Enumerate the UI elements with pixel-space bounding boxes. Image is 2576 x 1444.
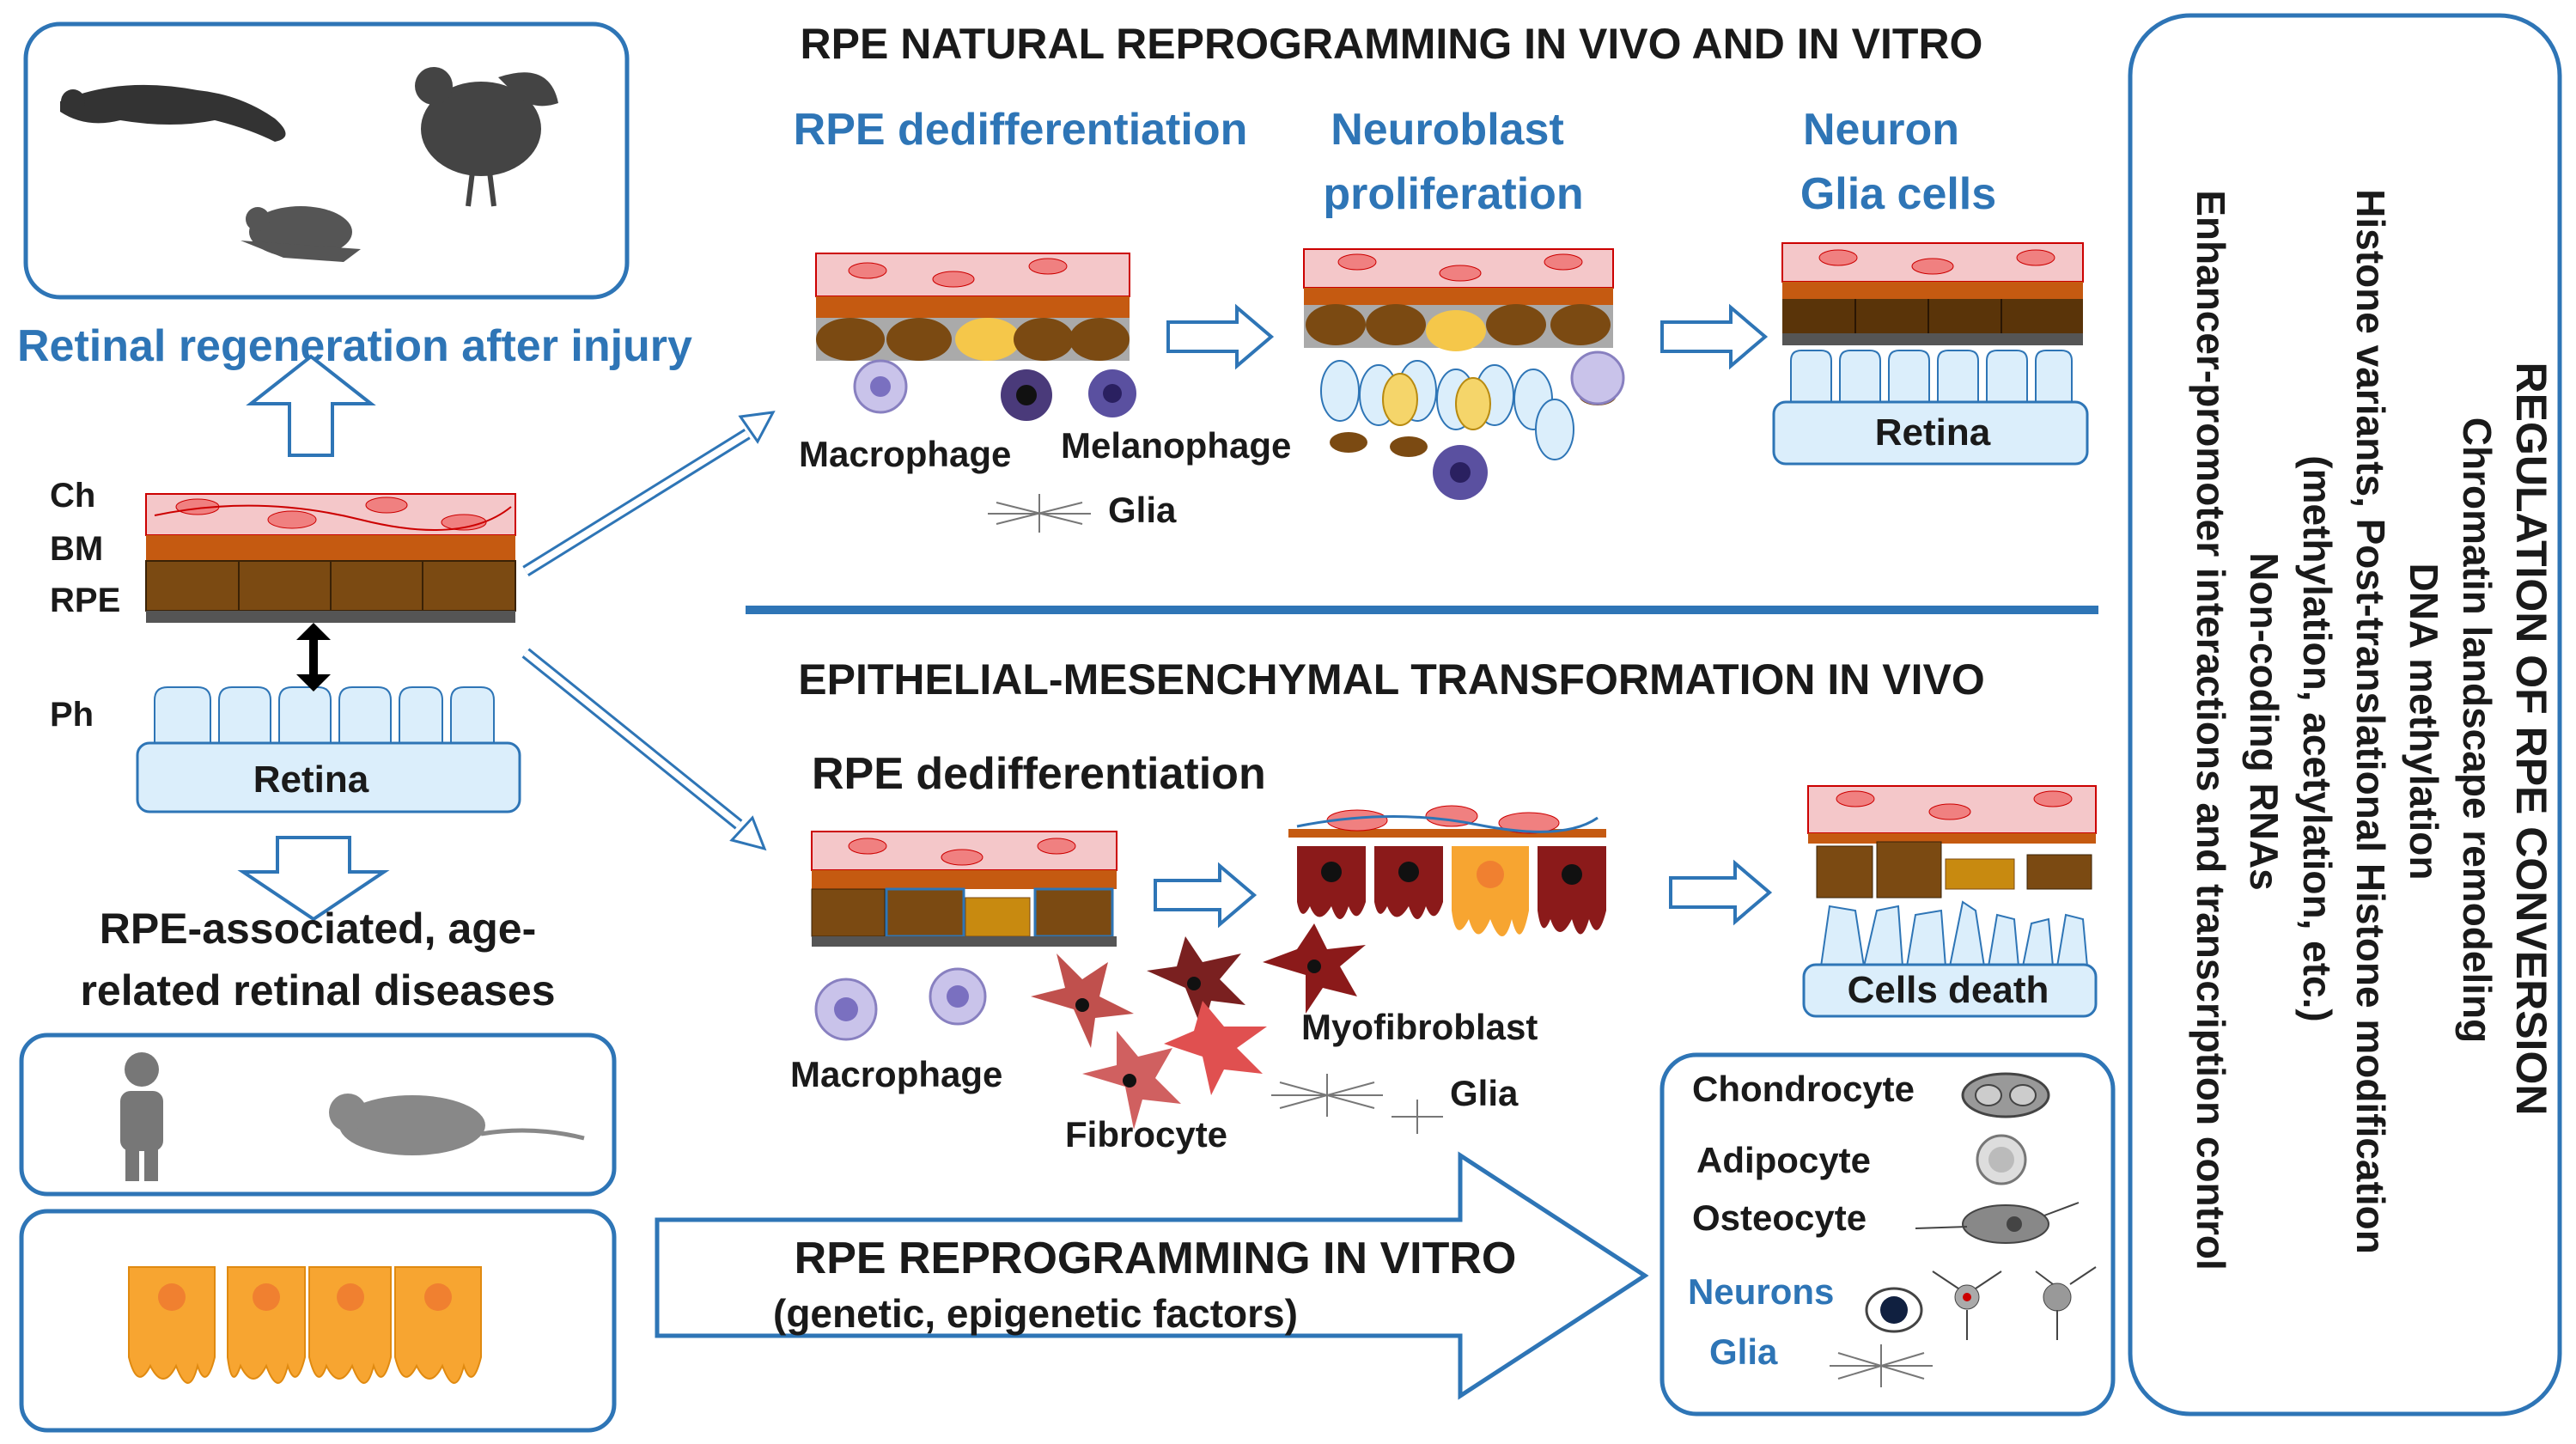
vitro-subtitle: (genetic, epigenetic factors) bbox=[773, 1291, 1298, 1336]
emt-macrophage-label: Macrophage bbox=[790, 1054, 1002, 1094]
emt-arrow-2 bbox=[1669, 859, 1773, 926]
layer-label-ph: Ph bbox=[50, 696, 94, 734]
neurons-label: Neurons bbox=[1688, 1271, 1834, 1312]
adipocyte-label: Adipocyte bbox=[1696, 1140, 1871, 1180]
chondrocyte-label: Chondrocyte bbox=[1692, 1069, 1915, 1109]
top-dedifferentiation-tissue bbox=[815, 253, 1130, 361]
emt-glia-icon bbox=[1271, 1074, 1443, 1134]
top-arrow-2 bbox=[1660, 303, 1769, 370]
top-stage1-label: RPE dedifferentiation bbox=[794, 105, 1248, 155]
regulation-panel bbox=[2128, 13, 2562, 1417]
myofibroblast-label: Myofibroblast bbox=[1301, 1007, 1538, 1047]
down-arrow-icon bbox=[237, 836, 390, 922]
human-icon bbox=[120, 1052, 163, 1181]
regulation-item-1: Chromatin landscape remodeling bbox=[2455, 417, 2500, 1043]
section-divider bbox=[746, 606, 2098, 614]
osteocyte-label: Osteocyte bbox=[1692, 1197, 1867, 1238]
neuron-icons bbox=[1865, 1266, 2097, 1340]
layer-label-bm: BM bbox=[50, 530, 103, 568]
left-tissue bbox=[136, 493, 521, 813]
emt-title: EPITHELIAL-MESENCHYMAL TRANSFORMATION IN… bbox=[798, 655, 1985, 704]
top-stage3-label-line1: Neuron bbox=[1803, 105, 1959, 155]
top-neuron-glia-tissue bbox=[1772, 242, 2089, 466]
regulation-item-6: Enhancer-promoter interactions and trans… bbox=[2189, 190, 2233, 1270]
regulation-text: REGULATION OF RPE CONVERSION bbox=[2507, 363, 2555, 1116]
emt-glia-label: Glia bbox=[1450, 1073, 1519, 1113]
regulation-item-5: Non-coding RNAs bbox=[2242, 552, 2287, 891]
top-stage2-label-line2: proliferation bbox=[1323, 169, 1583, 219]
top-stage2-label-line1: Neuroblast bbox=[1331, 105, 1564, 155]
top-melanophage-label: Melanophage bbox=[1061, 425, 1291, 466]
frog-icon bbox=[241, 206, 361, 262]
top-stage3-label-line2: Glia cells bbox=[1800, 169, 1996, 219]
regulation-item-4: (methylation, acetylation, etc.) bbox=[2295, 455, 2340, 1021]
emt-macrophage-icons bbox=[814, 967, 987, 1041]
layer-label-ch: Ch bbox=[50, 477, 95, 515]
double-arrow-icon bbox=[296, 623, 331, 692]
emt-dedifferentiation-tissue bbox=[811, 831, 1117, 947]
cells-death-label: Cells death bbox=[1848, 969, 2049, 1011]
adipocyte-icon bbox=[1976, 1134, 2027, 1185]
regulation-item-3: Histone variants, Post-translational His… bbox=[2348, 189, 2393, 1254]
glia-cell-type-icon bbox=[1830, 1344, 1933, 1387]
macrophage-icons bbox=[853, 359, 1136, 421]
vitro-arrow bbox=[655, 1151, 1649, 1400]
cultured-rpe-cells bbox=[128, 1266, 482, 1384]
layer-label-rpe: RPE bbox=[50, 582, 120, 619]
fibrocyte-label: Fibrocyte bbox=[1065, 1114, 1227, 1155]
top-proliferation-tissue bbox=[1303, 248, 1625, 500]
chicken-icon bbox=[415, 67, 558, 207]
regeneration-label: Retinal regeneration after injury bbox=[17, 321, 692, 371]
arrow-to-emt bbox=[521, 648, 767, 851]
up-arrow-icon bbox=[246, 354, 376, 457]
emt-transformation-tissue bbox=[1288, 805, 1606, 936]
newt-icon bbox=[60, 84, 286, 142]
top-glia-icon bbox=[988, 494, 1091, 533]
left-retina-label: Retina bbox=[253, 759, 369, 801]
top-glia-label: Glia bbox=[1108, 490, 1177, 530]
arrow-to-natural-reprogramming bbox=[522, 411, 776, 576]
species-box bbox=[19, 1033, 617, 1197]
chondrocyte-icon bbox=[1961, 1072, 2050, 1118]
regulation-title: REGULATION OF RPE CONVERSION bbox=[2507, 363, 2555, 1116]
natural-reprogramming-title: RPE NATURAL REPROGRAMMING IN VIVO AND IN… bbox=[801, 20, 1983, 68]
glia-cell-type-label: Glia bbox=[1709, 1331, 1778, 1372]
diseases-label-line1: RPE-associated, age- bbox=[100, 905, 537, 953]
osteocyte-icon bbox=[1915, 1202, 2080, 1244]
mouse-icon bbox=[329, 1094, 585, 1155]
regulation-item-2: DNA methylation bbox=[2402, 564, 2446, 880]
top-arrow-1 bbox=[1166, 303, 1275, 370]
diseases-label-line2: related retinal diseases bbox=[80, 966, 555, 1014]
fibrocyte-myofibroblast-icons bbox=[1031, 923, 1366, 1130]
top-macrophage-label: Macrophage bbox=[799, 434, 1011, 474]
top-retina-label: Retina bbox=[1875, 411, 1991, 454]
vitro-title: RPE REPROGRAMMING IN VITRO bbox=[795, 1234, 1517, 1283]
emt-cell-death-tissue bbox=[1802, 785, 2098, 1018]
emt-arrow-1 bbox=[1154, 862, 1258, 929]
emt-stage1-label: RPE dedifferentiation bbox=[812, 749, 1266, 799]
